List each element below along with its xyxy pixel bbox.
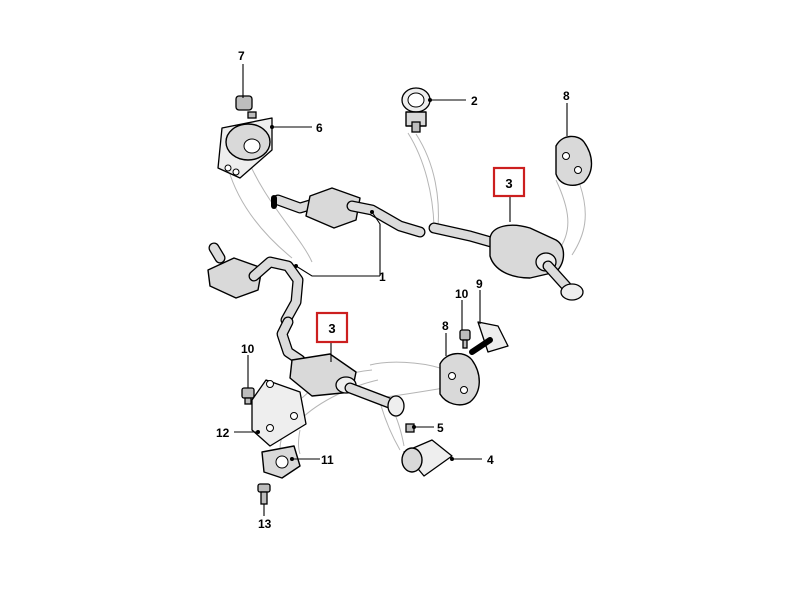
callout-7: 7 <box>238 49 245 63</box>
bolt-lower-left <box>241 387 255 405</box>
highlight-callout-upper: 3 <box>492 166 526 198</box>
rubber-mount-bottom <box>261 445 301 479</box>
tail-pipe-lower <box>387 395 405 417</box>
resonator-upper <box>305 187 361 229</box>
tail-trim <box>401 439 453 477</box>
callout-labels: 1 2 4 5 6 7 8 8 9 10 10 11 12 13 <box>216 49 570 531</box>
clamp <box>401 87 431 133</box>
callout-4: 4 <box>487 453 494 467</box>
leader-dots <box>256 98 454 461</box>
front-silencer-assembly <box>276 316 405 417</box>
highlight-box-lower <box>315 311 349 344</box>
highlight-callout-lower: 3 <box>315 311 349 344</box>
callout-12: 12 <box>216 426 230 440</box>
callout-11: 11 <box>321 453 334 467</box>
callout-10-lower: 10 <box>241 342 255 356</box>
front-pipe-assembly <box>207 242 304 326</box>
callout-9: 9 <box>476 277 483 291</box>
callout-13: 13 <box>258 517 272 531</box>
callout-8-upper: 8 <box>563 89 570 103</box>
highlight-box-upper <box>492 166 526 198</box>
rear-exhaust-assembly <box>271 187 584 301</box>
callout-2: 2 <box>471 94 478 108</box>
tail-pipe-upper <box>560 283 584 301</box>
callout-6: 6 <box>316 121 323 135</box>
hanger-bracket <box>469 321 509 355</box>
resonator-front <box>207 257 263 299</box>
callout-3-upper: 3 <box>505 176 512 191</box>
nut-upper <box>235 95 257 119</box>
callout-10-upper: 10 <box>455 287 469 301</box>
rubber-mount-upper <box>555 135 593 186</box>
callout-8-lower: 8 <box>442 319 449 333</box>
mount-bracket-lower <box>251 379 307 447</box>
leader-lines <box>234 64 568 516</box>
mount-bracket-upper <box>217 117 273 179</box>
bolt-upper-right <box>459 329 471 349</box>
callout-1: 1 <box>379 270 386 284</box>
callout-5: 5 <box>437 421 444 435</box>
callout-3-lower: 3 <box>328 321 335 336</box>
rubber-mount-lower <box>439 353 480 406</box>
bolt-bottom <box>257 483 271 505</box>
